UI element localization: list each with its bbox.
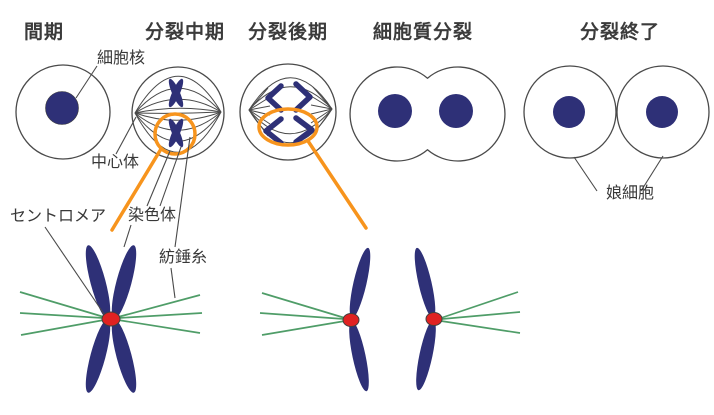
interphase-cell — [15, 64, 111, 160]
leader-lines — [44, 65, 664, 315]
chromatid-right — [414, 247, 436, 391]
leader-nucleus — [75, 65, 98, 99]
stage-title-cytokinesis: 細胞質分裂 — [372, 21, 474, 43]
stage-title-anaphase: 分裂後期 — [247, 21, 329, 43]
label-nucleus: 細胞核 — [97, 48, 146, 67]
cytokinesis-cell — [349, 66, 506, 162]
metaphase-cell — [131, 66, 225, 160]
nucleus-1 — [553, 96, 585, 128]
leader-chromosome-3 — [123, 224, 132, 248]
pinched-membrane — [349, 66, 506, 162]
centromere-dot-right — [425, 312, 443, 326]
leader-centromere — [44, 226, 105, 315]
leader-chromosome-1 — [146, 150, 171, 207]
leader-centrosome — [115, 116, 137, 155]
chromosome-x-upper — [168, 78, 184, 108]
leader-daughter-1 — [573, 156, 598, 192]
leader-chromosome-2 — [159, 146, 182, 207]
magnifier-circle — [153, 112, 197, 156]
leader-spindle-up — [174, 136, 191, 248]
label-chromosome: 染色体 — [128, 205, 177, 224]
nucleus-left — [378, 94, 412, 128]
spindle-fibers-green — [259, 291, 521, 336]
chromatid-left — [349, 247, 371, 392]
anaphase-chromatids — [263, 81, 315, 146]
magnifier-ellipse — [257, 107, 319, 147]
leader-daughter-2 — [640, 155, 664, 192]
stage-title-metaphase: 分裂中期 — [144, 21, 226, 43]
label-spindle-fiber: 紡錘糸 — [159, 247, 208, 266]
stage-title-division-complete: 分裂終了 — [579, 21, 661, 43]
enlarged-separated-chromatids — [259, 247, 521, 392]
chromosome-x-lower — [168, 118, 184, 148]
nucleus-right — [439, 94, 473, 128]
leader-spindle-down — [170, 267, 176, 299]
anaphase-cell — [239, 63, 337, 161]
centromere-dot-left — [342, 313, 360, 327]
label-daughter-cell: 娘細胞 — [606, 183, 655, 202]
label-centrosome: 中心体 — [91, 152, 140, 171]
centromere-dot — [101, 311, 121, 327]
anaphase-spindle — [248, 77, 333, 144]
spindle-fibers-green — [19, 291, 203, 336]
daughter-cells — [523, 65, 710, 159]
stage-title-interphase: 間期 — [23, 21, 65, 43]
label-centromere: セントロメア — [10, 206, 107, 225]
enlarged-chromosome — [19, 245, 203, 393]
magnifier-connectors — [110, 139, 368, 232]
nucleus-2 — [646, 96, 678, 128]
chromatid-arms — [85, 245, 137, 393]
nucleus-shape — [45, 91, 79, 125]
